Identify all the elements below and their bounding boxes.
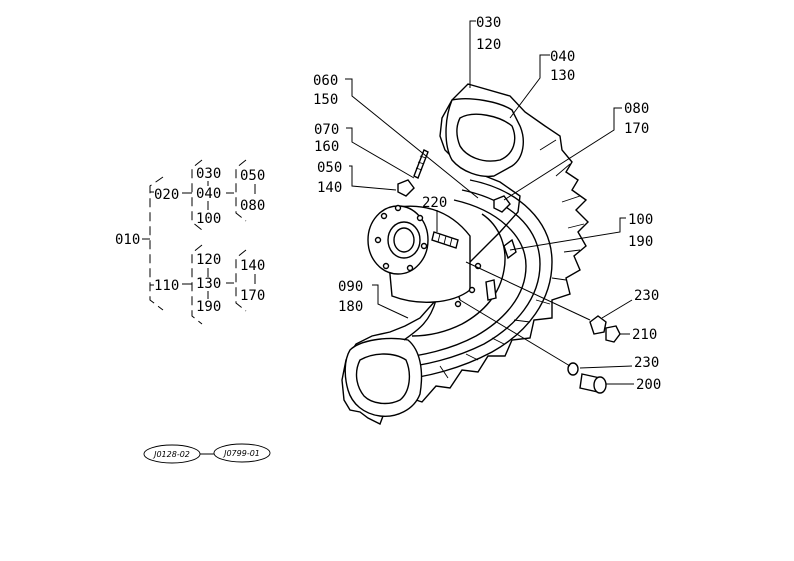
reference-badges: J0128-02 J0799-01 <box>143 443 271 464</box>
callout-060: 060 <box>313 73 338 89</box>
callout-190: 190 <box>628 234 653 250</box>
rim-band-inner <box>397 199 527 359</box>
lock-washer-upper <box>589 315 607 335</box>
tree-root-label: 010 <box>115 232 140 248</box>
callouts: 030 120 040 130 060 150 070 160 050 140 … <box>313 15 661 393</box>
tree-a-sub-2: 080 <box>240 198 265 214</box>
wheel-hub <box>367 204 471 303</box>
tree-b-sub-2: 170 <box>240 288 265 304</box>
rim-band-mid <box>395 189 541 369</box>
callout-170: 170 <box>624 121 649 137</box>
rim-band-outer <box>393 179 553 381</box>
tree-b-child-3: 190 <box>196 299 221 315</box>
callout-120: 120 <box>476 37 501 53</box>
callout-220: 220 <box>422 195 447 211</box>
valve-slot <box>503 238 517 260</box>
callout-160: 160 <box>314 139 339 155</box>
wheel-drawing <box>341 83 621 425</box>
tree-group-a-label: 020 <box>154 187 179 203</box>
tree-a-sub-1: 050 <box>240 168 265 184</box>
tree-a-child-1: 030 <box>196 166 221 182</box>
tree-b-child-1: 120 <box>196 252 221 268</box>
tube-bottom-section <box>355 353 411 405</box>
tree-a-child-3: 100 <box>196 211 221 227</box>
valve-nut-mid <box>493 195 511 213</box>
callout-090: 090 <box>338 279 363 295</box>
callout-100: 100 <box>628 212 653 228</box>
reference-left: J0128-02 <box>152 450 190 459</box>
callout-140: 140 <box>317 180 342 196</box>
valve-stem <box>413 149 429 179</box>
callout-150: 150 <box>313 92 338 108</box>
callout-070: 070 <box>314 122 339 138</box>
callout-030: 030 <box>476 15 501 31</box>
callout-040: 040 <box>550 49 575 65</box>
tree-group-b-label: 110 <box>154 278 179 294</box>
callout-210: 210 <box>632 327 657 343</box>
callout-130: 130 <box>550 68 575 84</box>
tree-b-sub-1: 140 <box>240 258 265 274</box>
rim-slot <box>485 279 497 301</box>
parts-hierarchy-tree: 010 020 030 040 100 050 080 110 120 130 … <box>115 159 265 325</box>
washer-lower <box>567 362 579 376</box>
callout-230-lower: 230 <box>634 355 659 371</box>
stud-bolt <box>431 231 459 249</box>
tree-b-child-2: 130 <box>196 276 221 292</box>
bolt-200 <box>579 373 607 394</box>
tree-a-child-2: 040 <box>196 186 221 202</box>
callout-080: 080 <box>624 101 649 117</box>
callout-200: 200 <box>636 377 661 393</box>
reference-right: J0799-01 <box>222 449 260 458</box>
valve-nut-top <box>397 179 415 197</box>
callout-180: 180 <box>338 299 363 315</box>
nut-210 <box>605 325 621 343</box>
callout-050: 050 <box>317 160 342 176</box>
tube-top-section <box>456 113 516 162</box>
callout-230-upper: 230 <box>634 288 659 304</box>
hub-bolt-holes <box>374 204 428 272</box>
